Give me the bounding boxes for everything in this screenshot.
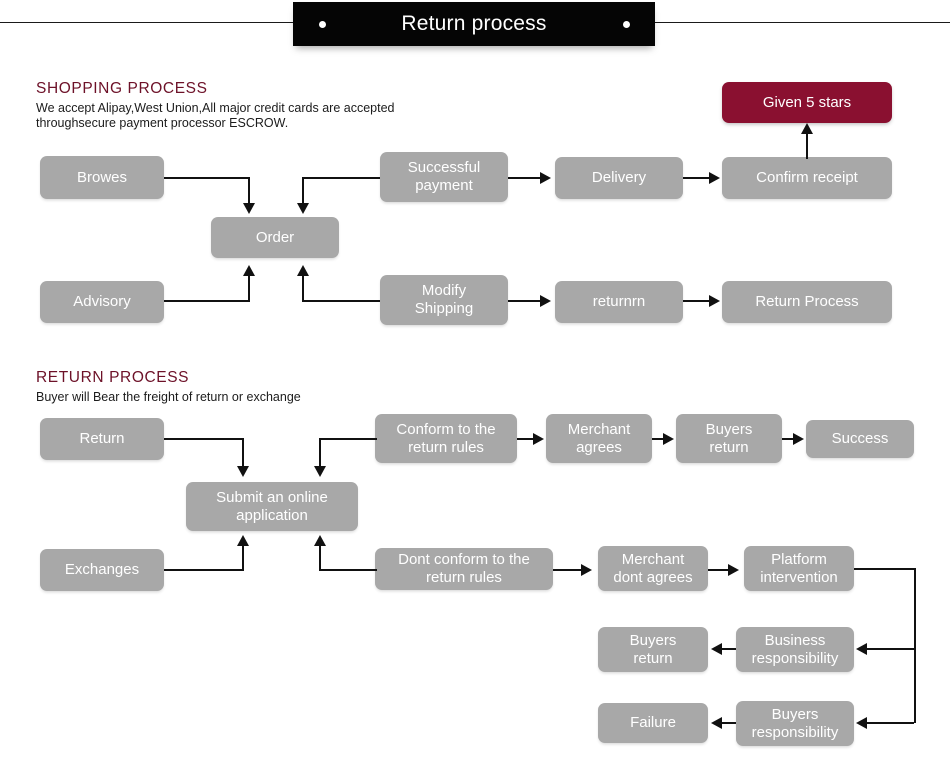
connector-platform-vertical-bus bbox=[914, 568, 916, 723]
connector-exchanges-up bbox=[242, 546, 244, 571]
connector-payment-delivery bbox=[508, 177, 541, 179]
arrow-right-icon bbox=[728, 564, 739, 576]
node-buyers-return-mid[interactable]: Buyers return bbox=[598, 627, 708, 672]
node-failure[interactable]: Failure bbox=[598, 703, 708, 743]
connector-advisory-up bbox=[248, 276, 250, 302]
arrow-right-icon bbox=[663, 433, 674, 445]
node-merchant-dont-agrees[interactable]: Merchant dont agrees bbox=[598, 546, 708, 591]
arrow-left-icon bbox=[856, 717, 867, 729]
connector-bus-to-business bbox=[866, 648, 914, 650]
arrow-right-icon bbox=[709, 172, 720, 184]
arrow-down-icon bbox=[237, 466, 249, 477]
return-process-description: Buyer will Bear the freight of return or… bbox=[36, 390, 301, 404]
connector-bus-to-buyersresp bbox=[866, 722, 914, 724]
node-business-responsibility[interactable]: Business responsibility bbox=[736, 627, 854, 672]
banner: Return process bbox=[293, 2, 655, 46]
return-process-heading: RETURN PROCESS bbox=[36, 369, 190, 386]
connector-browes-right bbox=[164, 177, 250, 179]
connector-dontconform-up bbox=[319, 546, 321, 571]
arrow-right-icon bbox=[709, 295, 720, 307]
node-return-process[interactable]: Return Process bbox=[722, 281, 892, 323]
node-advisory[interactable]: Advisory bbox=[40, 281, 164, 323]
node-platform-intervention[interactable]: Platform intervention bbox=[744, 546, 854, 591]
page-title: Return process bbox=[401, 12, 547, 35]
connector-payment-down bbox=[302, 177, 304, 205]
shopping-process-description: We accept Alipay,West Union,All major cr… bbox=[36, 101, 395, 130]
connector-merchant-buyersreturn bbox=[652, 438, 665, 440]
arrow-down-icon bbox=[297, 203, 309, 214]
connector-exchanges-right bbox=[164, 569, 244, 571]
node-submit-online-application[interactable]: Submit an online application bbox=[186, 482, 358, 531]
arrow-right-icon bbox=[540, 172, 551, 184]
connector-return-down bbox=[242, 438, 244, 468]
node-conform-to-return-rules[interactable]: Conform to the return rules bbox=[375, 414, 517, 463]
connector-browes-down bbox=[248, 177, 250, 205]
arrow-left-icon bbox=[711, 717, 722, 729]
connector-business-buyersreturn bbox=[722, 648, 736, 650]
shopping-process-heading: SHOPPING PROCESS bbox=[36, 80, 208, 97]
node-modify-shipping[interactable]: Modify Shipping bbox=[380, 275, 508, 325]
connector-advisory-right bbox=[164, 300, 250, 302]
node-merchant-agrees[interactable]: Merchant agrees bbox=[546, 414, 652, 463]
arrow-down-icon bbox=[314, 466, 326, 477]
connector-modify-up bbox=[302, 276, 304, 302]
arrow-left-icon bbox=[711, 643, 722, 655]
arrow-up-icon bbox=[243, 265, 255, 276]
node-delivery[interactable]: Delivery bbox=[555, 157, 683, 199]
arrow-right-icon bbox=[540, 295, 551, 307]
connector-payment-left bbox=[302, 177, 380, 179]
arrow-right-icon bbox=[581, 564, 592, 576]
connector-conform-down bbox=[319, 438, 321, 468]
bullet-dot-icon bbox=[623, 21, 630, 28]
node-successful-payment[interactable]: Successful payment bbox=[380, 152, 508, 202]
node-order[interactable]: Order bbox=[211, 217, 339, 258]
connector-buyersresp-failure bbox=[722, 722, 736, 724]
node-exchanges[interactable]: Exchanges bbox=[40, 549, 164, 591]
node-buyers-return-top[interactable]: Buyers return bbox=[676, 414, 782, 463]
connector-dontconform-left bbox=[319, 569, 377, 571]
connector-buyersreturn-success bbox=[782, 438, 795, 440]
connector-dontconform-merchantdont bbox=[553, 569, 582, 571]
node-browes[interactable]: Browes bbox=[40, 156, 164, 199]
connector-confirm-to-stars bbox=[806, 129, 808, 159]
node-return[interactable]: Return bbox=[40, 418, 164, 460]
node-returnrn[interactable]: returnrn bbox=[555, 281, 683, 323]
connector-conform-left bbox=[319, 438, 377, 440]
node-buyers-responsibility[interactable]: Buyers responsibility bbox=[736, 701, 854, 746]
arrow-up-icon bbox=[237, 535, 249, 546]
connector-merchantdont-platform bbox=[708, 569, 730, 571]
arrow-up-icon bbox=[314, 535, 326, 546]
node-confirm-receipt[interactable]: Confirm receipt bbox=[722, 157, 892, 199]
node-given-5-stars[interactable]: Given 5 stars bbox=[722, 82, 892, 123]
connector-returnrn-returnprocess bbox=[683, 300, 710, 302]
arrow-left-icon bbox=[856, 643, 867, 655]
node-success[interactable]: Success bbox=[806, 420, 914, 458]
bullet-dot-icon bbox=[319, 21, 326, 28]
connector-conform-merchant bbox=[517, 438, 534, 440]
node-dont-conform-to-return-rules[interactable]: Dont conform to the return rules bbox=[375, 548, 553, 590]
arrow-up-icon bbox=[297, 265, 309, 276]
arrow-down-icon bbox=[243, 203, 255, 214]
connector-delivery-confirm bbox=[683, 177, 710, 179]
connector-modify-left bbox=[302, 300, 380, 302]
arrow-right-icon bbox=[533, 433, 544, 445]
connector-return-right bbox=[164, 438, 244, 440]
arrow-up-icon bbox=[801, 123, 813, 134]
connector-platform-right bbox=[854, 568, 916, 570]
arrow-right-icon bbox=[793, 433, 804, 445]
connector-modify-returnrn bbox=[508, 300, 541, 302]
